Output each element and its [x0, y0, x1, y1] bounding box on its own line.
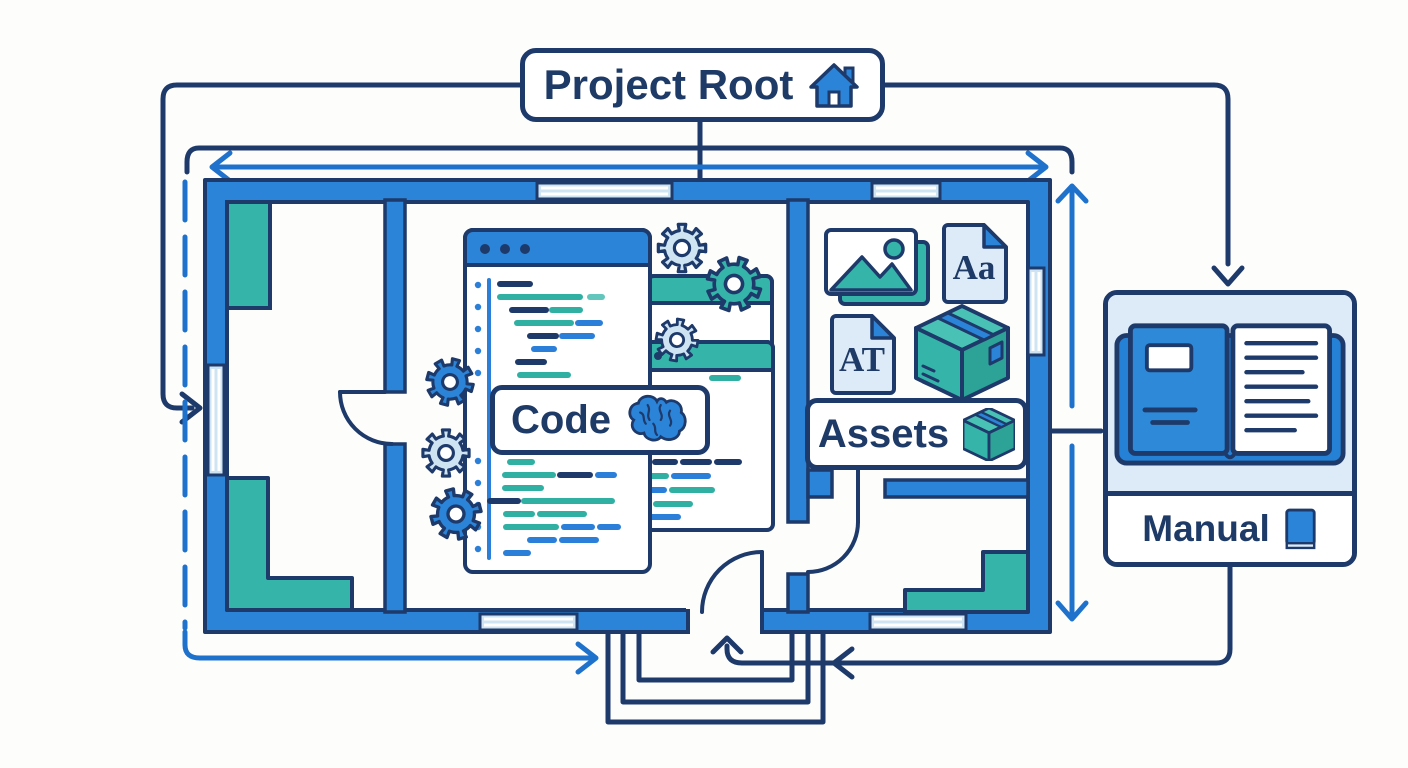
brain-icon	[628, 394, 687, 442]
door-assets-room	[806, 466, 860, 574]
manual-label-bar: Manual	[1108, 491, 1352, 562]
image-file-icon	[824, 228, 930, 306]
window-top-left	[535, 181, 674, 201]
window-bottom-right	[868, 612, 968, 632]
floor-plan-walls	[203, 178, 1052, 636]
window-openings	[206, 181, 1046, 632]
assets-label: Assets	[817, 411, 950, 456]
window-top-right	[870, 181, 942, 201]
bottom-flow-arrow	[197, 641, 599, 675]
package-box-icon	[914, 304, 1010, 402]
window-bottom-left	[478, 612, 579, 632]
code-lines	[487, 281, 621, 556]
left-dashed-flow-line	[182, 179, 203, 661]
line-number-dots	[474, 281, 482, 553]
window-left	[206, 363, 226, 477]
manual-illustration-panel	[1108, 295, 1352, 491]
project-root-label: Project Root	[543, 61, 794, 108]
stairs-block	[903, 550, 1030, 614]
porch-steps	[605, 627, 826, 725]
package-icon	[963, 407, 1016, 461]
entrance-door	[700, 550, 764, 614]
door-left-room	[338, 390, 394, 446]
root-to-manual-connector	[882, 82, 1245, 287]
font-file-at-icon	[830, 314, 896, 395]
house-icon	[809, 63, 860, 108]
font-file-aa-icon	[942, 223, 1008, 304]
plan-frame-line	[184, 145, 1075, 175]
manual-node: Manual	[1103, 290, 1357, 567]
gear-icon	[421, 428, 471, 478]
project-root-node: Project Root	[520, 48, 885, 122]
code-node: Code	[490, 385, 710, 455]
code-label: Code	[511, 397, 611, 442]
counter-block-top	[225, 200, 272, 310]
font-file-at-text: AT	[838, 340, 886, 379]
right-dimension-arrow	[1055, 183, 1089, 622]
manual-label: Manual	[1142, 508, 1270, 549]
counter-block-bottom	[225, 476, 354, 612]
open-book-icon	[1114, 322, 1346, 466]
gear-icon	[656, 222, 708, 274]
font-file-aa-text: Aa	[952, 248, 996, 287]
top-dimension-arrow	[209, 150, 1049, 184]
assets-node: Assets	[805, 398, 1028, 470]
manual-return-arrow	[710, 564, 1233, 680]
window-right	[1026, 266, 1046, 357]
book-icon	[1285, 508, 1316, 550]
